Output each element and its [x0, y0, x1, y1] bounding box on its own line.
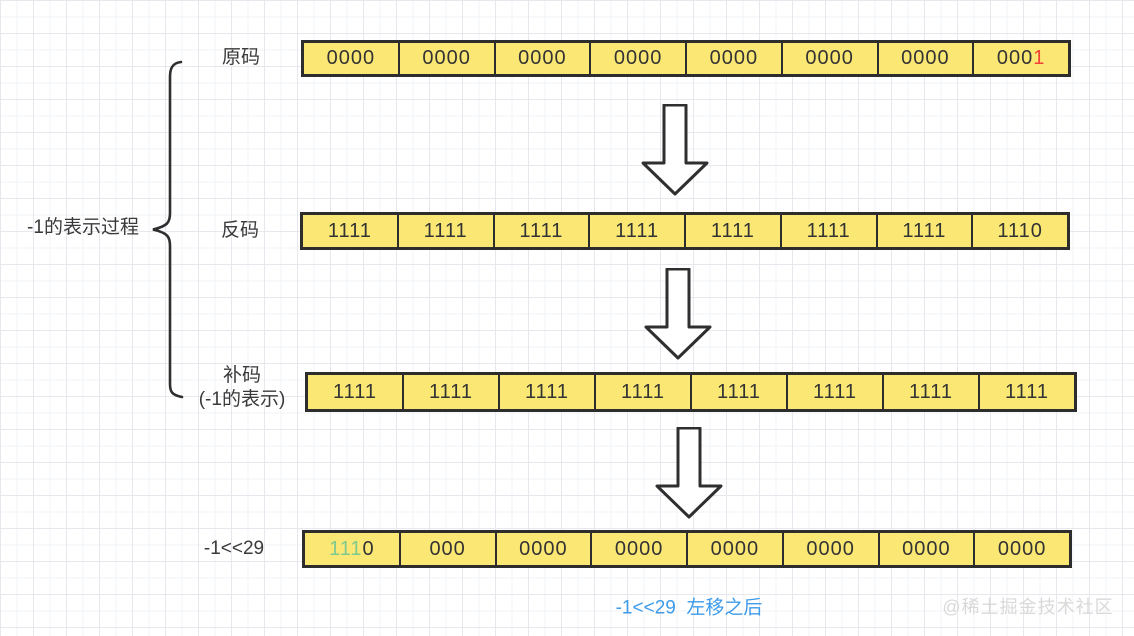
- watermark: @稀土掘金技术社区: [942, 597, 1114, 617]
- curly-brace: [152, 60, 184, 399]
- row-label: 补码(-1的表示): [198, 365, 286, 410]
- bit-cell: 0000: [686, 533, 782, 565]
- bit-cell: 1111: [588, 215, 684, 247]
- bit-cell: 0000: [876, 43, 973, 74]
- row-label: -1<<29: [203, 538, 265, 559]
- bit-cell: 0000: [493, 43, 590, 74]
- bit-cell: 1111: [402, 375, 498, 409]
- bit-cell: 1111: [396, 215, 493, 247]
- shift-caption: -1<<29 左移之后: [615, 597, 763, 619]
- process-title: -1的表示过程: [27, 217, 139, 238]
- bit-cell: 0000: [685, 43, 781, 74]
- bit-cell: 0000: [326, 47, 376, 69]
- bit-cell: 0000: [590, 533, 686, 565]
- down-arrow-3: [655, 427, 723, 519]
- down-arrow-2: [644, 268, 712, 360]
- down-arrow-1: [641, 104, 709, 196]
- bit-cell: 000: [398, 533, 495, 565]
- bit-cell: 0000: [780, 43, 877, 74]
- bit-cell: 1111: [786, 375, 882, 409]
- bit-cell: 1111: [327, 219, 372, 242]
- bit-cell: 1111: [332, 380, 378, 403]
- bit-cell: 1111: [498, 375, 594, 409]
- bit-cell: 0000: [494, 533, 591, 565]
- bit-cell: 1111: [882, 375, 978, 409]
- bit-cell: 1111: [875, 215, 972, 247]
- row-label: 反码: [220, 220, 260, 241]
- bit-cell: 1111: [492, 215, 589, 247]
- row-label: 原码: [221, 47, 261, 68]
- bit-cell: 0000: [589, 43, 685, 74]
- bit-cell: 1111: [779, 215, 876, 247]
- bit-cell: 1111: [684, 215, 780, 247]
- bit-cell: 0000: [781, 533, 878, 565]
- bit-cell: 0000: [877, 533, 974, 565]
- bit-cell: 0000: [397, 43, 494, 74]
- bit-cell: 1111: [594, 375, 690, 409]
- bit-cell: 1111: [690, 375, 786, 409]
- bit-cell: 1110: [971, 215, 1067, 247]
- bit-cell: 0000: [973, 533, 1069, 565]
- bit-cell: 1111: [978, 375, 1074, 409]
